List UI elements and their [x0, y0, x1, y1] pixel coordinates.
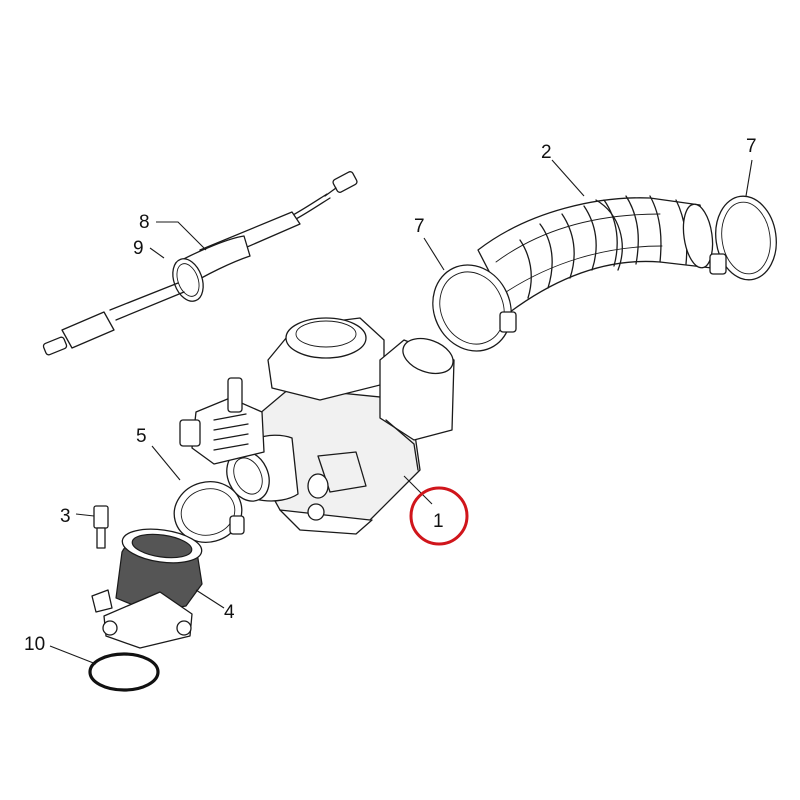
callout-9: 9 — [133, 238, 144, 259]
callout-5: 5 — [136, 426, 147, 447]
callout-8: 8 — [139, 212, 150, 233]
leader-lines — [49, 159, 753, 665]
o-ring[interactable] — [88, 652, 160, 692]
cable-assembly[interactable] — [42, 171, 358, 356]
intake-manifold[interactable] — [91, 525, 204, 649]
callout-1: 1 — [433, 511, 444, 532]
callout-3: 3 — [60, 506, 71, 527]
bolt[interactable] — [93, 505, 109, 549]
clamp-carb-manifold[interactable] — [167, 474, 248, 550]
callout-4: 4 — [224, 602, 235, 623]
callout-10: 10 — [24, 634, 45, 655]
intake-hose[interactable] — [477, 195, 716, 313]
hose-clamp-right[interactable] — [709, 192, 782, 284]
hose-clamp-left[interactable] — [419, 252, 525, 364]
carburettor[interactable] — [179, 317, 458, 535]
callout-7-left: 7 — [414, 216, 425, 237]
callout-2: 2 — [541, 142, 552, 163]
callout-labels: 2 7 7 8 9 5 3 4 10 1 — [24, 136, 757, 655]
highlight-circle — [409, 486, 469, 546]
callout-7-right: 7 — [746, 136, 757, 157]
